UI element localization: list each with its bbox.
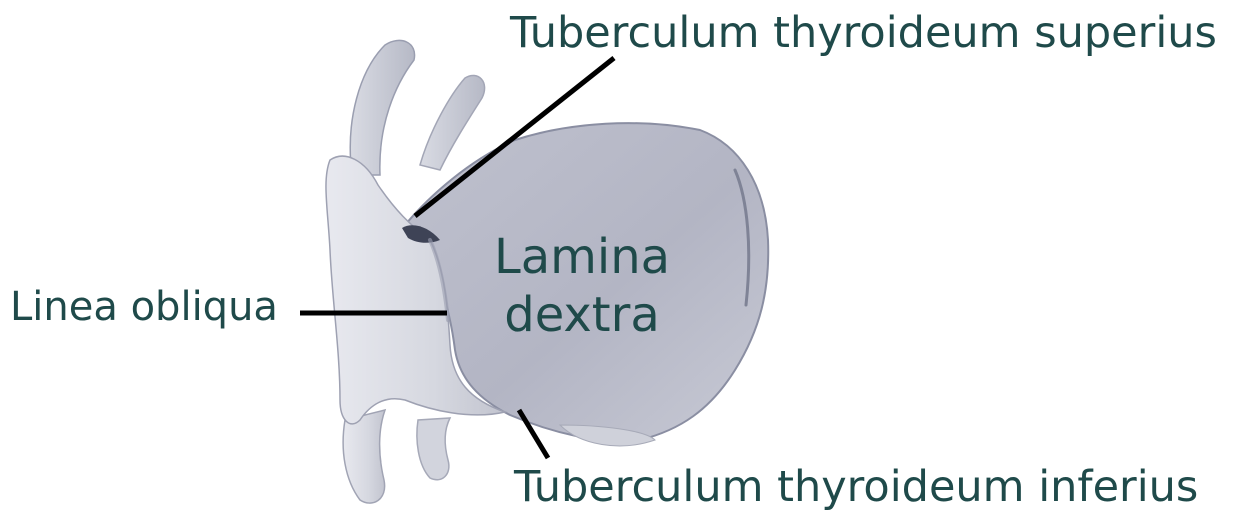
label-lamina-line1: Lamina <box>487 229 677 287</box>
superior-horn-posterior <box>350 40 414 175</box>
label-linea-obliqua: Linea obliqua <box>10 287 278 327</box>
label-lamina-dextra: Lamina dextra <box>487 229 677 344</box>
inferior-horn-anterior <box>417 418 450 480</box>
superior-horn-anterior <box>420 75 485 170</box>
label-tuberculum-superius: Tuberculum thyroideum superius <box>510 12 1217 55</box>
label-lamina-line2: dextra <box>487 287 677 345</box>
label-tuberculum-inferius: Tuberculum thyroideum inferius <box>514 466 1198 509</box>
